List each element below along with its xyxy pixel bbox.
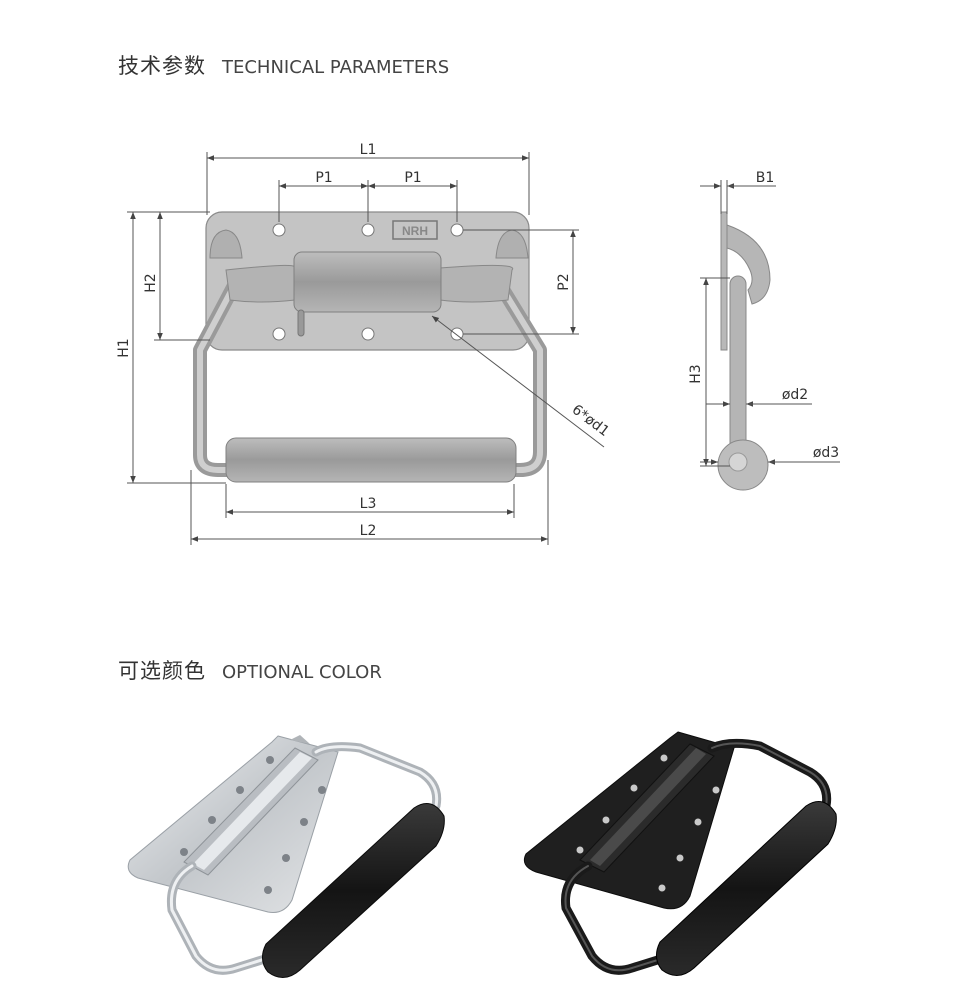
label-L2: L2 xyxy=(360,523,377,539)
silver-rubber-grip xyxy=(262,803,445,978)
side-view-drawing: B1 H3 ød2 ød3 xyxy=(688,170,840,491)
side-hinge xyxy=(726,224,771,305)
label-d2: ød2 xyxy=(782,387,808,403)
label-H2: H2 xyxy=(143,273,159,292)
left-ear xyxy=(209,229,243,259)
front-view-drawing: NRH xyxy=(116,142,612,545)
label-H1: H1 xyxy=(116,338,132,357)
label-P1-left: P1 xyxy=(315,170,332,186)
brand-logo-box xyxy=(392,220,438,240)
silver-handle-photo xyxy=(127,735,445,978)
label-H3: H3 xyxy=(688,364,704,383)
grip-sleeve xyxy=(225,437,517,483)
heading-zh: 可选颜色 xyxy=(118,659,206,683)
label-P2: P2 xyxy=(556,273,572,290)
black-rubber-grip xyxy=(656,801,837,976)
hinge-barrel xyxy=(225,264,296,303)
brand-logo: NRH xyxy=(402,224,428,238)
heading-zh: 技术参数 xyxy=(118,54,206,78)
label-P1-right: P1 xyxy=(404,170,421,186)
heading-en: OPTIONAL COLOR xyxy=(222,662,382,683)
label-L1: L1 xyxy=(360,142,377,158)
black-handle-photo xyxy=(523,731,837,976)
technical-parameters-heading: 技术参数 TECHNICAL PARAMETERS xyxy=(118,50,449,80)
label-L3: L3 xyxy=(360,496,377,512)
label-B1: B1 xyxy=(756,170,775,186)
label-holes: 6*ød1 xyxy=(569,402,612,440)
optional-color-heading: 可选颜色 OPTIONAL COLOR xyxy=(118,655,382,685)
label-d3: ød3 xyxy=(813,445,839,461)
heading-en: TECHNICAL PARAMETERS xyxy=(222,57,450,78)
